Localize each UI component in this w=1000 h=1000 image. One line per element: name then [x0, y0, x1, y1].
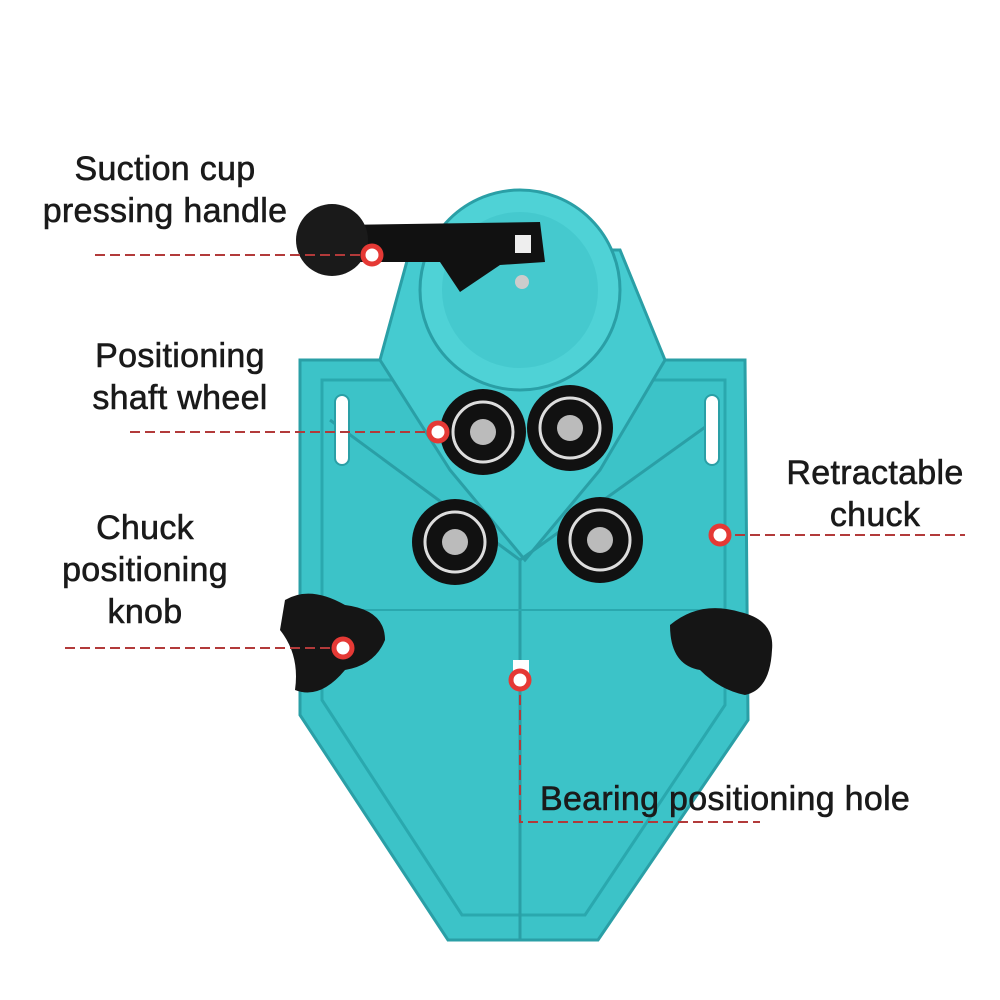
label-line: Retractable	[786, 454, 964, 493]
label-line: Suction cup	[74, 150, 256, 189]
pressing-handle	[296, 204, 545, 292]
label-retractable-chuck: Retractable chuck	[765, 452, 985, 536]
leader-lines	[65, 254, 965, 823]
marker-dots	[331, 243, 732, 692]
label-line: Chuck	[96, 509, 194, 548]
label-positioning-wheel: Positioning shaft wheel	[65, 335, 295, 419]
label-bearing-hole: Bearing positioning hole	[540, 780, 911, 819]
label-line: shaft wheel	[92, 379, 268, 418]
label-chuck-knob: Chuck positioning knob	[40, 507, 250, 633]
label-line: positioning	[62, 551, 228, 590]
left-knob	[280, 593, 385, 693]
guide-inner-frame	[320, 378, 727, 917]
guide-base-plate	[298, 358, 750, 942]
label-line: chuck	[829, 496, 921, 535]
label-line: pressing handle	[42, 192, 288, 231]
left-slot	[334, 394, 350, 466]
label-suction-cup-handle: Suction cup pressing handle	[20, 148, 310, 232]
label-line: Positioning	[95, 337, 265, 376]
right-knob	[670, 608, 773, 695]
shaft-wheels	[412, 385, 643, 585]
label-line: knob	[107, 593, 183, 632]
right-slot	[704, 394, 720, 466]
